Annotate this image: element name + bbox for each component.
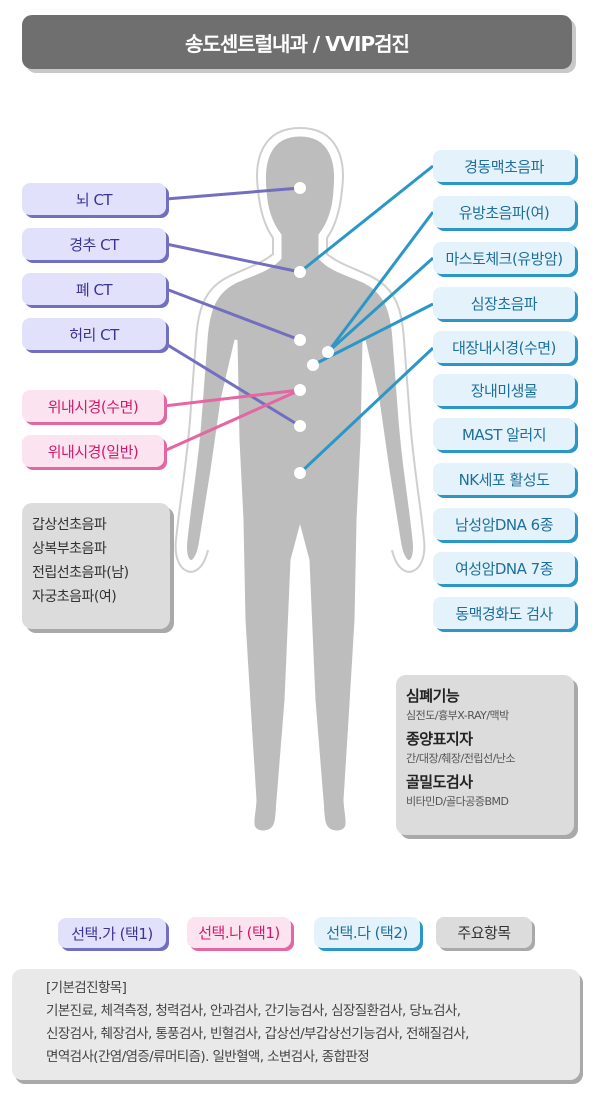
body-diagram	[163, 127, 435, 834]
item-detail: 간/대장/췌장/전립선/난소	[406, 752, 516, 765]
list-item: 상복부초음파	[32, 541, 107, 557]
item-detail: 심전도/흉부X-RAY/맥박	[406, 709, 509, 722]
label-cervical-ct: 경추 CT	[22, 228, 166, 260]
basic-line: 기본진료, 체격측정, 청력검사, 안과검사, 간기능검사, 심장질환검사, 당…	[46, 1003, 461, 1019]
basic-line: 신장검사, 췌장검사, 통풍검사, 빈혈검사, 갑상선/부갑상선기능검사, 전해…	[46, 1026, 469, 1042]
label-brain-ct: 뇌 CT	[22, 183, 166, 215]
list-item: 갑상선초음파	[32, 517, 107, 533]
label-blue-option: 남성암DNA 6종	[433, 508, 575, 540]
basic-checkup-box: [기본검진항목] 기본진료, 체격측정, 청력검사, 안과검사, 간기능검사, …	[12, 969, 580, 1080]
list-item: 자궁초음파(여)	[32, 589, 117, 605]
basic-title: [기본검진항목]	[46, 980, 127, 996]
label-blue-option: NK세포 활성도	[433, 463, 575, 495]
label-blue-option: 심장초음파	[433, 287, 575, 319]
main-items-box: 심폐기능 심전도/흉부X-RAY/맥박 종양표지자 간/대장/췌장/전립선/난소…	[396, 675, 574, 835]
ultrasound-list: 갑상선초음파 상복부초음파 전립선초음파(남) 자궁초음파(여)	[22, 503, 170, 629]
item-heading: 골밀도검사	[406, 773, 473, 791]
label-blue-option: MAST 알러지	[433, 418, 575, 450]
label-blue-option: 여성암DNA 7종	[433, 552, 575, 584]
label-blue-option: 동맥경화도 검사	[433, 597, 575, 629]
label-lumbar-ct: 허리 CT	[22, 318, 166, 350]
list-item: 전립선초음파(남)	[32, 565, 129, 581]
label-blue-option: 마스토체크(유방암)	[433, 242, 575, 274]
label-endoscopy-normal: 위내시경(일반)	[22, 435, 164, 467]
legend-option-b: 선택.나 (택1)	[187, 917, 291, 948]
body-silhouette	[174, 127, 426, 834]
label-blue-option: 대장내시경(수면)	[433, 331, 575, 363]
item-heading: 심폐기능	[406, 687, 460, 705]
label-lung-ct: 폐 CT	[22, 273, 166, 305]
label-blue-option: 경동맥초음파	[433, 150, 575, 182]
point-markers	[294, 182, 334, 479]
item-detail: 비타민D/골다공증BMD	[406, 795, 509, 808]
legend-option-a: 선택.가 (택1)	[58, 918, 166, 948]
legend-option-c: 선택.다 (택2)	[314, 917, 420, 948]
page-title: 송도센트럴내과 / VVIP검진	[22, 15, 572, 69]
basic-line: 면역검사(간염/염증/류머티즘). 일반혈액, 소변검사, 종합판정	[46, 1049, 370, 1065]
legend-main-items: 주요항목	[436, 917, 532, 948]
label-blue-option: 장내미생물	[433, 374, 575, 406]
item-heading: 종양표지자	[406, 730, 473, 748]
label-endoscopy-sleep: 위내시경(수면)	[22, 390, 164, 422]
label-blue-option: 유방초음파(여)	[433, 196, 575, 228]
